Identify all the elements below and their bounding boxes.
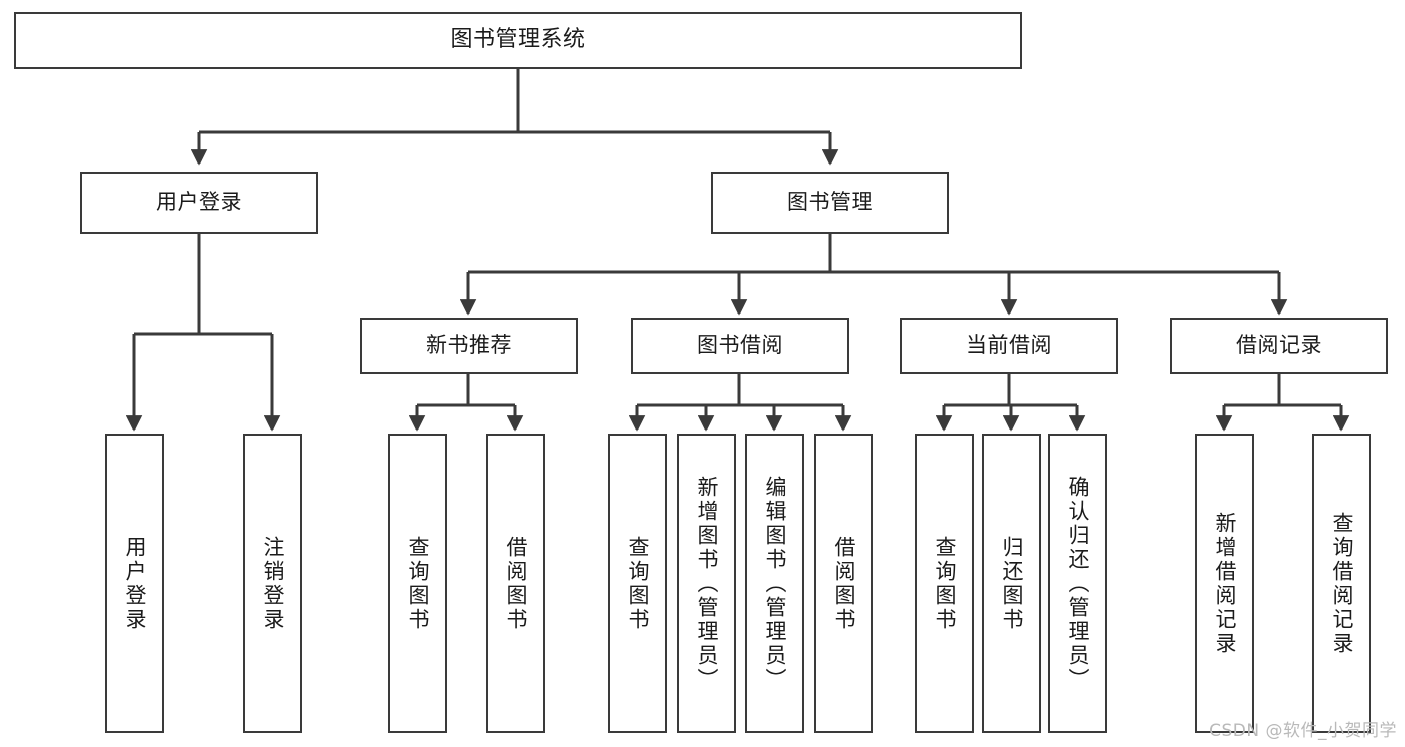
leaf-user-login-logout[interactable]: 注销登录 <box>243 434 302 733</box>
node-user-login[interactable]: 用户登录 <box>80 172 318 234</box>
leaf-borrow-query-book[interactable]: 查询图书 <box>608 434 667 733</box>
leaf-current-confirm-return-admin[interactable]: 确认归还（管理员） <box>1048 434 1107 733</box>
node-current-borrow[interactable]: 当前借阅 <box>900 318 1118 374</box>
node-borrow-record[interactable]: 借阅记录 <box>1170 318 1388 374</box>
node-label: 查询借阅记录 <box>1330 511 1354 656</box>
node-label: 借阅图书 <box>504 535 528 632</box>
node-label: 图书借阅 <box>697 333 783 358</box>
node-label: 借阅图书 <box>832 535 856 632</box>
node-label: 编辑图书（管理员） <box>763 475 787 692</box>
leaf-new-book-borrow[interactable]: 借阅图书 <box>486 434 545 733</box>
leaf-borrow-edit-book-admin[interactable]: 编辑图书（管理员） <box>745 434 804 733</box>
node-new-book-recommend[interactable]: 新书推荐 <box>360 318 578 374</box>
node-label: 当前借阅 <box>966 333 1052 358</box>
node-label: 注销登录 <box>261 535 285 632</box>
node-label: 用户登录 <box>123 535 147 632</box>
node-label: 新增借阅记录 <box>1213 511 1237 656</box>
node-label: 归还图书 <box>1000 535 1024 632</box>
leaf-borrow-add-book-admin[interactable]: 新增图书（管理员） <box>677 434 736 733</box>
node-label: 查询图书 <box>933 535 957 632</box>
leaf-borrow-borrow-book[interactable]: 借阅图书 <box>814 434 873 733</box>
node-label: 查询图书 <box>406 535 430 632</box>
leaf-new-book-query[interactable]: 查询图书 <box>388 434 447 733</box>
node-root-system[interactable]: 图书管理系统 <box>14 12 1022 69</box>
node-book-borrow[interactable]: 图书借阅 <box>631 318 849 374</box>
node-label: 新增图书（管理员） <box>695 475 719 692</box>
node-label: 查询图书 <box>626 535 650 632</box>
node-label: 新书推荐 <box>426 333 512 358</box>
node-label: 确认归还（管理员） <box>1066 475 1090 692</box>
node-label: 图书管理 <box>787 190 873 215</box>
node-label: 图书管理系统 <box>450 27 586 53</box>
node-label: 用户登录 <box>156 190 242 215</box>
csdn-watermark: CSDN @软件_小贺同学 <box>1209 721 1397 741</box>
node-book-management[interactable]: 图书管理 <box>711 172 949 234</box>
leaf-current-query-book[interactable]: 查询图书 <box>915 434 974 733</box>
leaf-record-add-record[interactable]: 新增借阅记录 <box>1195 434 1254 733</box>
leaf-user-login-login[interactable]: 用户登录 <box>105 434 164 733</box>
leaf-current-return-book[interactable]: 归还图书 <box>982 434 1041 733</box>
leaf-record-query-record[interactable]: 查询借阅记录 <box>1312 434 1371 733</box>
node-label: 借阅记录 <box>1236 333 1322 358</box>
